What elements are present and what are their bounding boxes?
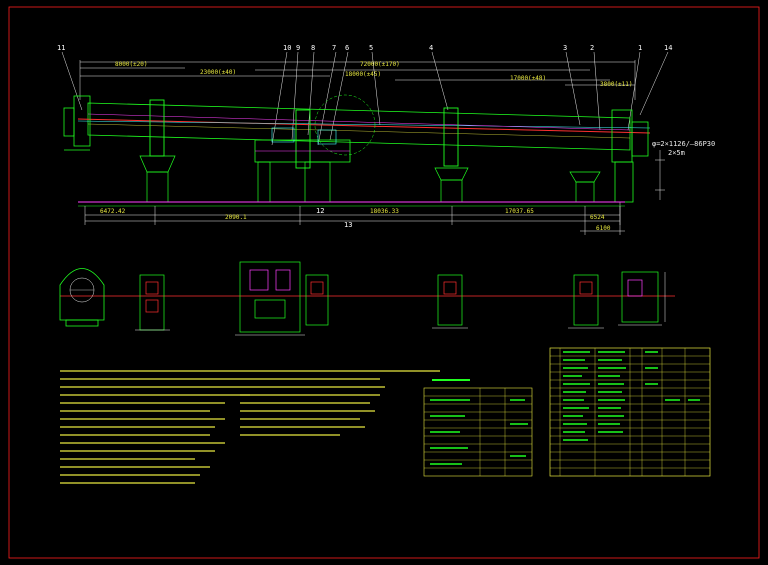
parts-list xyxy=(549,347,711,477)
dim-top-2: 23000(±40) xyxy=(200,69,236,76)
dim-top-5: 17000(±48) xyxy=(510,75,546,82)
part-tag-4: 4 xyxy=(429,44,433,52)
tyres xyxy=(149,99,459,169)
dim-top-3: 18000(±45) xyxy=(345,71,381,78)
dim-bottom-6: 6100 xyxy=(596,225,611,232)
section-views xyxy=(59,261,675,336)
part-tag-5: 5 xyxy=(369,44,373,52)
drive-annotation: φ=2×1126/—86P30 xyxy=(652,140,715,148)
dim-bottom-2: 2090.1 xyxy=(225,214,247,221)
part-tag-3: 3 xyxy=(563,44,567,52)
part-tag-9: 9 xyxy=(296,44,300,52)
dim-bottom-4: 17037.65 xyxy=(505,208,534,215)
part-tag-8: 8 xyxy=(311,44,315,52)
technical-notes xyxy=(60,370,440,484)
support-piers xyxy=(139,155,601,203)
spec-table xyxy=(423,379,533,477)
dim-bottom-1: 6472.42 xyxy=(100,208,126,215)
kiln-inlet-hood xyxy=(63,95,91,151)
part-tag-1: 1 xyxy=(638,44,642,52)
section-pier-1 xyxy=(135,274,170,331)
kiln-elevation-view: 8000(±20) 23000(±40) 18000(±45) 72000(±1… xyxy=(57,44,715,235)
part-tag-10: 10 xyxy=(283,44,291,52)
girth-gear-drive xyxy=(254,94,376,163)
dim-bottom-3: 18036.33 xyxy=(370,208,399,215)
dim-top-1: 8000(±20) xyxy=(115,61,148,68)
part-tag-6: 6 xyxy=(345,44,349,52)
kiln-shell xyxy=(77,102,651,151)
drawing-frame xyxy=(8,6,760,559)
section-drive-plan xyxy=(235,261,329,336)
part-tag-7: 7 xyxy=(332,44,336,52)
part-tag-2: 2 xyxy=(590,44,594,52)
part-tag-14: 14 xyxy=(664,44,672,52)
dim-top-4: 72000(±170) xyxy=(360,61,400,68)
dim-top-6: 3800(±11) xyxy=(600,81,633,88)
section-pier-3 xyxy=(568,274,604,329)
section-pier-2 xyxy=(432,274,468,329)
drive-annotation-sub: 2×5m xyxy=(668,149,685,157)
dim-bottom-5: 6524 xyxy=(590,214,605,221)
section-hood-end xyxy=(59,268,105,327)
part-tag-11: 11 xyxy=(57,44,65,52)
part-tag-13: 13 xyxy=(344,221,352,229)
section-outlet-plan xyxy=(618,271,666,326)
part-tag-12: 12 xyxy=(316,207,324,215)
